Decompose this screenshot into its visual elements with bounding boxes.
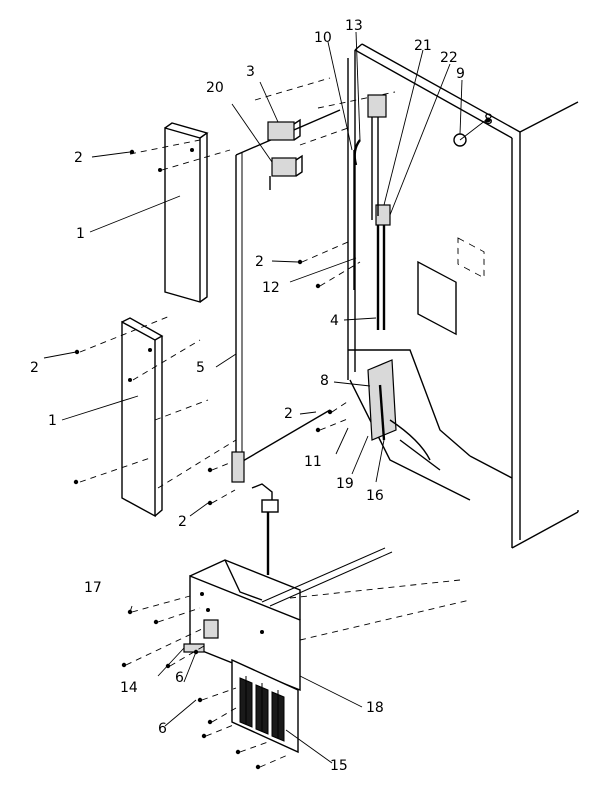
callout-14: 14	[120, 680, 138, 696]
callout-5: 5	[196, 360, 205, 376]
callout-2-a: 2	[74, 150, 83, 166]
mounting-plate-18	[189, 559, 301, 692]
callout-22: 22	[440, 50, 458, 66]
callout-19: 19	[336, 476, 354, 492]
callout-1-upper: 1	[76, 226, 85, 242]
callout-8-b: 8	[484, 112, 493, 128]
callout-2-c: 2	[255, 254, 264, 270]
harness-tube	[353, 94, 391, 330]
callout-6-b: 6	[158, 721, 167, 737]
callout-16: 16	[366, 488, 384, 504]
leader-lines	[43, 31, 487, 764]
cabinet-body	[254, 43, 579, 549]
connector-20	[269, 154, 303, 190]
grille-15	[231, 658, 299, 754]
cover-panel-upper	[158, 122, 209, 303]
callout-21: 21	[414, 38, 432, 54]
cover-panel-lower	[121, 317, 164, 518]
callout-15: 15	[330, 758, 348, 774]
callout-10: 10	[314, 30, 332, 46]
callout-2-d: 2	[284, 406, 293, 422]
callout-8-a: 8	[320, 373, 329, 389]
callout-labels: 1 1 2 2 2 2 2 3 4 5 6 6 8 8 9 10 11 12 1…	[30, 18, 493, 774]
callout-17: 17	[84, 580, 102, 596]
callout-3: 3	[246, 64, 255, 80]
callout-6-a: 6	[175, 670, 184, 686]
callout-13: 13	[345, 18, 363, 34]
assembly-lines	[79, 139, 361, 768]
callout-18: 18	[366, 700, 384, 716]
callout-1-lower: 1	[48, 413, 57, 429]
callout-2-b: 2	[30, 360, 39, 376]
callout-11: 11	[304, 454, 322, 470]
callout-12: 12	[262, 280, 280, 296]
dashed-label-square	[457, 237, 485, 279]
rear-panel-labels	[417, 117, 491, 336]
callout-20: 20	[206, 80, 224, 96]
callout-4: 4	[330, 313, 339, 329]
connector-3	[267, 118, 301, 141]
lower-electrical-area	[348, 349, 471, 501]
screws	[73, 149, 333, 770]
serial-plate	[417, 260, 457, 336]
callout-2-e: 2	[178, 514, 187, 530]
slide-rails	[261, 547, 471, 641]
callout-9: 9	[456, 66, 465, 82]
cord-bracket	[231, 451, 279, 575]
